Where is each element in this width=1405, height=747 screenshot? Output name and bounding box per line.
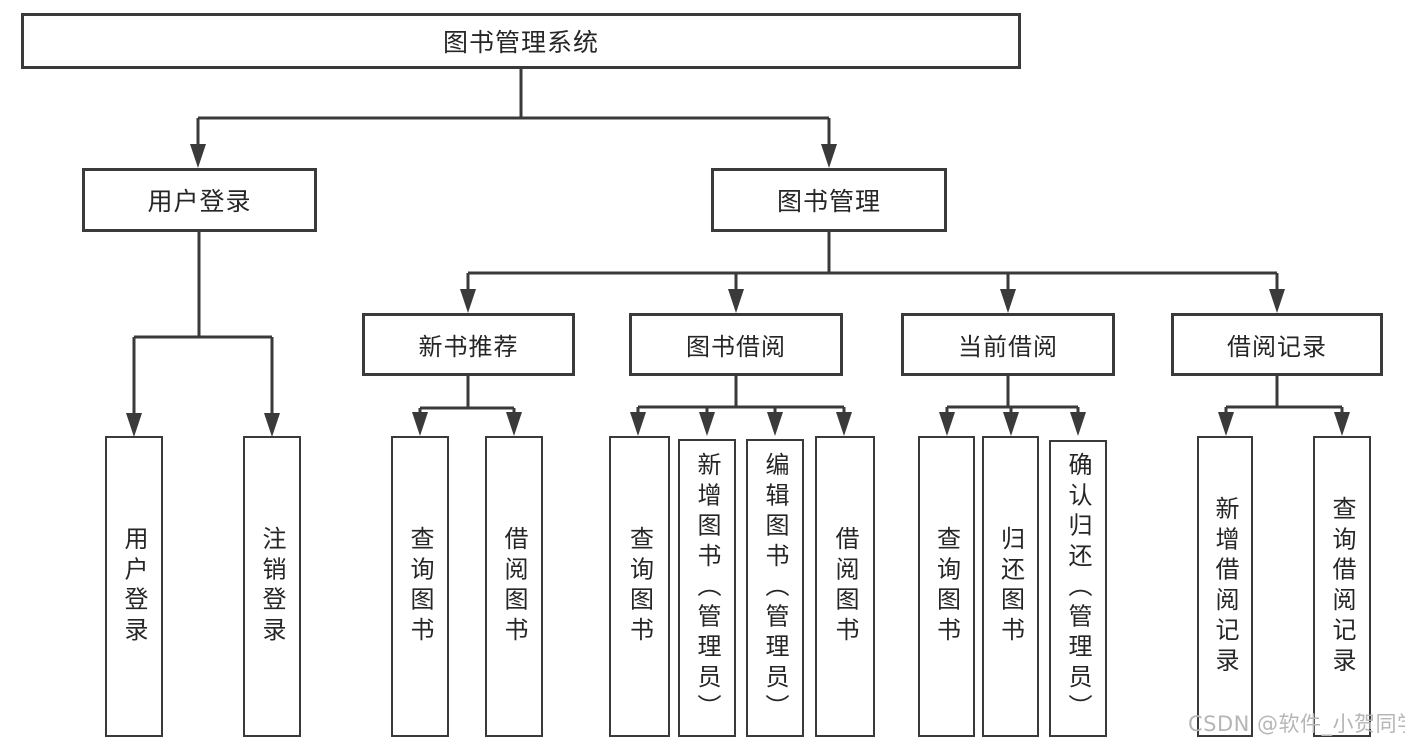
arrowhead-icon [126,413,142,437]
leaf-label: 编辑图书（管理员） [761,451,789,725]
arrowhead-icon [1218,412,1234,436]
leaf-logout: 注销登录 [243,436,301,737]
connector-borrow-branch [636,376,846,416]
node-borrow-record: 借阅记录 [1171,313,1383,376]
leaf-borrow-books-recommend: 借阅图书 [485,436,543,737]
arrowhead-icon [821,144,837,168]
leaf-label: 查询图书 [932,526,961,647]
node-label: 图书管理系统 [442,28,599,57]
arrowhead-icon [630,412,646,436]
node-label: 新书推荐 [418,333,519,361]
node-book-borrow: 图书借阅 [629,313,843,376]
arrowhead-icon [1070,412,1086,436]
node-label: 用户登录 [147,187,252,216]
leaf-borrow-books: 借阅图书 [815,436,875,737]
connector-newbook-branch [418,376,516,416]
arrowhead-icon [1003,412,1019,436]
leaf-label: 归还图书 [996,526,1025,647]
leaf-query-books-current: 查询图书 [918,436,975,737]
leaf-user-login: 用户登录 [105,436,163,737]
arrowhead-icon [699,412,715,436]
leaf-label: 新增借阅记录 [1211,495,1239,678]
leaf-query-books-recommend: 查询图书 [391,436,449,737]
node-label: 借阅记录 [1227,333,1327,361]
node-book-management: 图书管理 [711,168,947,232]
connector-root-to-level2 [196,69,831,148]
node-label: 图书借阅 [686,333,786,361]
node-user-login: 用户登录 [82,168,317,232]
connector-record-branch [1224,376,1344,416]
leaf-add-borrow-record: 新增借阅记录 [1197,436,1253,737]
leaf-label: 查询图书 [406,526,434,647]
node-current-borrow: 当前借阅 [901,313,1115,376]
leaf-label: 借阅图书 [500,526,528,647]
node-label: 当前借阅 [958,333,1058,361]
leaf-confirm-return-admin: 确认归还（管理员） [1049,440,1107,737]
arrowhead-icon [264,413,280,437]
node-new-book-recommend: 新书推荐 [362,313,575,376]
leaf-label: 借阅图书 [831,526,859,647]
arrowhead-icon [1269,289,1285,313]
leaf-query-books-borrow: 查询图书 [609,436,670,737]
leaf-return-books: 归还图书 [982,436,1039,737]
leaf-query-borrow-record: 查询借阅记录 [1313,436,1371,737]
arrowhead-icon [1000,289,1016,313]
arrowhead-icon [767,412,783,436]
node-label: 图书管理 [776,187,881,216]
arrowhead-icon [190,144,206,168]
arrowhead-icon [836,412,852,436]
leaf-edit-books-admin: 编辑图书（管理员） [746,439,804,737]
leaf-label: 查询借阅记录 [1328,495,1356,678]
connector-current-branch [945,376,1080,416]
leaf-label: 确认归还（管理员） [1064,452,1092,725]
arrowhead-icon [939,412,955,436]
csdn-watermark: CSDN @软件_小贺同学 [1188,712,1405,736]
leaf-label: 注销登录 [258,526,286,647]
leaf-label: 新增图书（管理员） [693,451,721,725]
arrowhead-icon [1334,412,1350,436]
node-library-system: 图书管理系统 [21,13,1021,69]
arrowheads [126,144,1350,437]
arrowhead-icon [412,412,428,436]
connector-mgmt-to-level3 [466,232,1279,293]
connector-login-branch [132,232,274,417]
leaf-label: 用户登录 [120,526,148,647]
leaf-add-books-admin: 新增图书（管理员） [678,439,736,737]
leaf-label: 查询图书 [625,526,654,647]
arrowhead-icon [728,289,744,313]
arrowhead-icon [460,289,476,313]
arrowhead-icon [506,412,522,436]
